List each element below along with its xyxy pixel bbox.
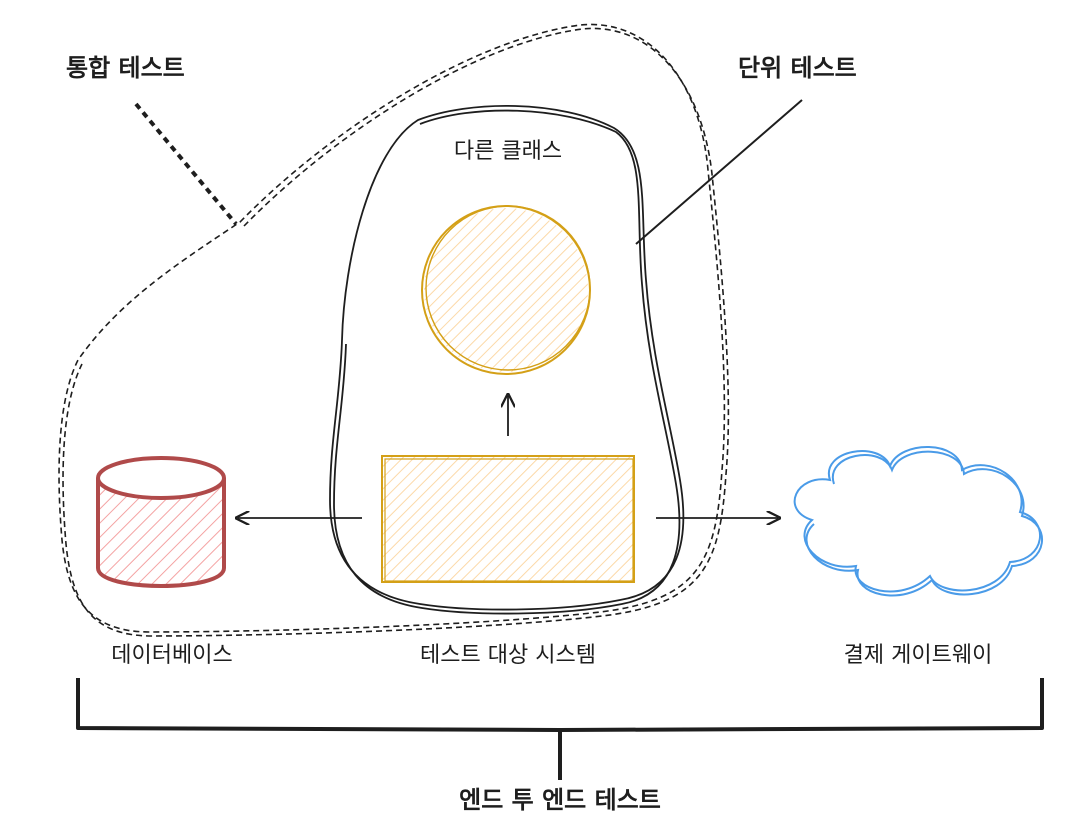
database-node [96,456,226,588]
database-label: 데이터베이스 [111,643,232,668]
system-under-test-label: 테스트 대상 시스템 [420,643,596,668]
integration-test-label: 통합 테스트 [66,54,185,82]
integration-test-boundary [58,23,730,637]
unit-test-label: 단위 테스트 [738,54,857,82]
integration-test-leader [134,102,238,226]
system-under-test-node [381,455,635,583]
payment-gateway-node [793,446,1044,597]
payment-gateway-label: 결제 게이트웨이 [844,643,993,668]
unit-test-boundary [329,104,685,615]
unit-test-leader [635,99,803,245]
other-class-label: 다른 클래스 [454,139,562,164]
end-to-end-brace [76,678,1044,780]
other-class-node [421,205,591,375]
end-to-end-test-label: 엔드 투 엔드 테스트 [459,786,661,814]
